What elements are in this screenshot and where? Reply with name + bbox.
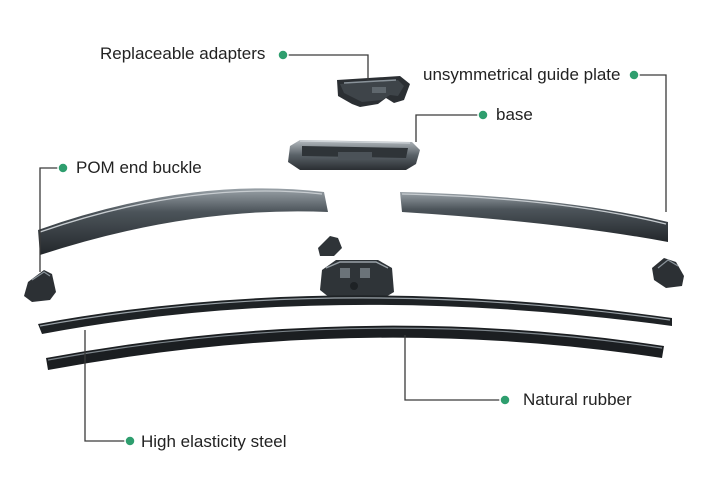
label-pom-end-buckle: POM end buckle (76, 158, 202, 177)
label-high-elasticity-steel: High elasticity steel (141, 432, 287, 451)
rubber-strip-part (46, 325, 664, 370)
label-guide-plate: unsymmetrical guide plate (423, 65, 621, 84)
callout-dots (57, 49, 640, 447)
dot-steel (124, 435, 136, 447)
dot-pom-buckle (57, 162, 69, 174)
right-spoiler-cover (400, 192, 668, 242)
leader-adapters (283, 54, 369, 80)
leader-rubber (404, 335, 505, 401)
leader-steel (84, 330, 130, 442)
right-end-buckle (652, 258, 684, 288)
dot-rubber (499, 394, 511, 406)
steel-strip-part (38, 295, 672, 334)
label-replaceable-adapters: Replaceable adapters (100, 44, 266, 63)
leader-base (415, 114, 483, 142)
left-spoiler-cover (38, 188, 328, 255)
dot-base (477, 109, 489, 121)
replaceable-adapter-part (337, 76, 410, 107)
base-part (288, 140, 420, 170)
dot-adapters (277, 49, 289, 61)
adapter-mount-part (320, 260, 394, 298)
leader-pom-buckle (39, 167, 63, 272)
dot-guide-plate (628, 69, 640, 81)
leader-guide-plate (634, 74, 667, 212)
left-end-buckle (24, 270, 56, 302)
label-base: base (496, 105, 533, 124)
small-clip-part (318, 236, 342, 256)
label-natural-rubber: Natural rubber (523, 390, 632, 409)
leader-lines (39, 54, 667, 442)
